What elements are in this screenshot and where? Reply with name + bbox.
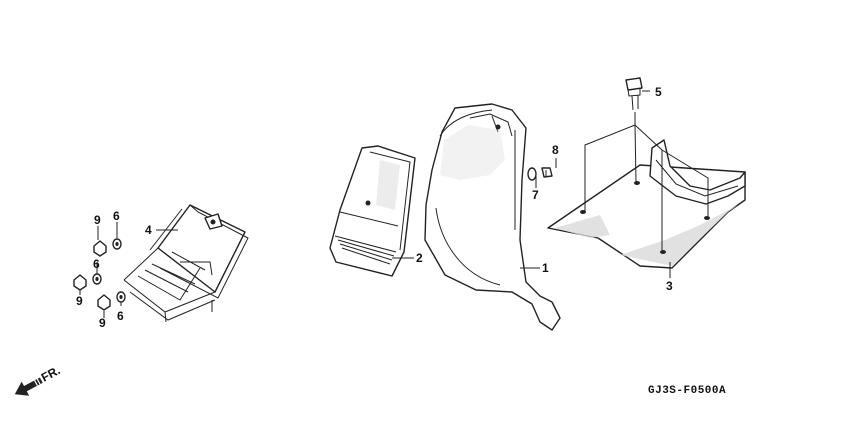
inner-cover-panel — [329, 145, 416, 277]
leader-lines — [79, 90, 709, 318]
label-part-2: 2 — [416, 251, 423, 265]
nut-9-a — [93, 240, 107, 257]
label-part-4: 4 — [145, 223, 152, 237]
washer-7 — [527, 167, 537, 181]
label-part-6-a: 6 — [113, 209, 120, 223]
washer-6-b — [92, 273, 102, 285]
luggage-rack — [123, 204, 249, 323]
label-part-6-c: 6 — [117, 309, 124, 323]
leg-shield — [424, 103, 561, 331]
screw-8 — [541, 167, 553, 178]
front-direction-arrow-icon — [14, 377, 43, 396]
washer-6-a — [112, 238, 122, 250]
label-part-9-b: 9 — [76, 294, 83, 308]
label-part-6-b: 6 — [93, 257, 100, 271]
label-part-3: 3 — [666, 279, 673, 293]
bolt-5 — [625, 77, 643, 111]
diagram-code: GJ3S-F0500A — [648, 385, 726, 397]
nut-9-c — [97, 294, 111, 311]
washer-6-c — [116, 291, 126, 303]
label-part-9-c: 9 — [99, 316, 106, 330]
nut-9-b — [73, 274, 87, 291]
label-part-9-a: 9 — [94, 213, 101, 227]
label-part-5: 5 — [655, 85, 662, 99]
floor-panel — [547, 139, 746, 269]
label-part-7: 7 — [532, 188, 539, 202]
label-part-1: 1 — [542, 261, 549, 275]
front-direction-label: FR. — [39, 363, 63, 384]
label-part-8: 8 — [552, 143, 559, 157]
